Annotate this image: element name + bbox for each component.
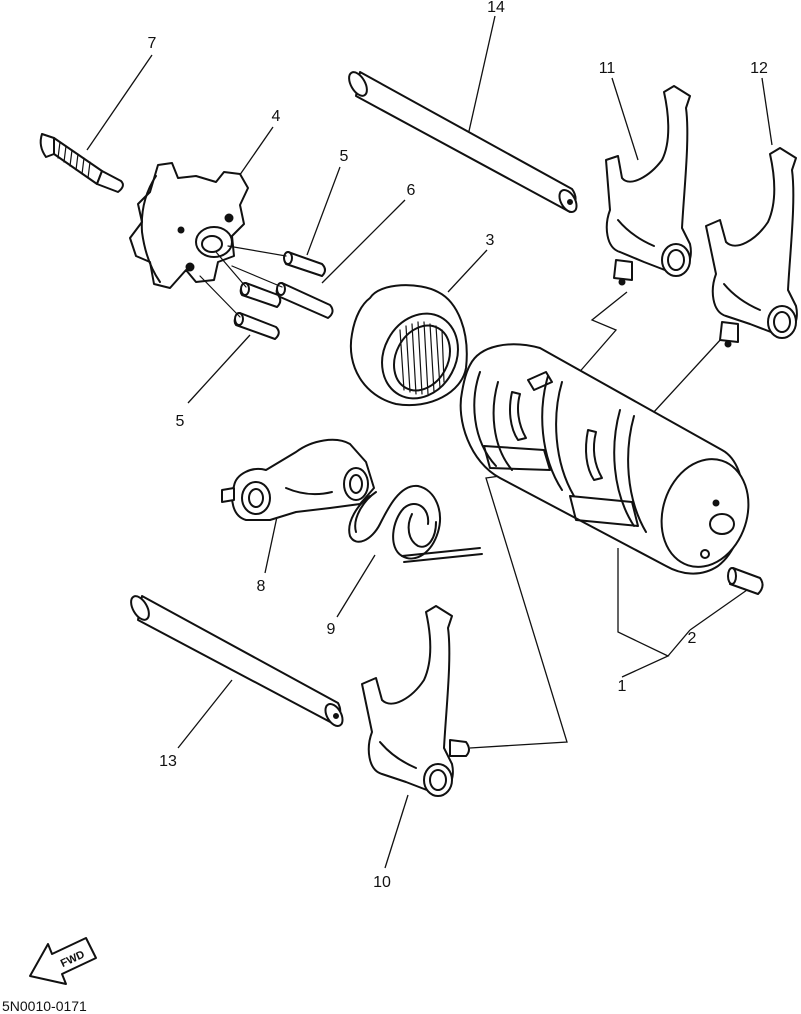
- callout-5-lower: 5: [176, 413, 185, 430]
- shift-fork-part-10: [361, 605, 470, 797]
- callout-11: 11: [599, 60, 616, 77]
- bearing-part-3: [349, 284, 468, 407]
- callout-9: 9: [327, 621, 336, 638]
- callout-12: 12: [750, 60, 768, 77]
- segment-part-4: [129, 162, 249, 289]
- callout-numbers: 7 4 5 6 3 5 14 11 12 8 9 13 10 2 1: [148, 0, 768, 891]
- pin-part-5-middle: [239, 282, 282, 308]
- pin-part-5-lower: [233, 312, 280, 340]
- callout-14: 14: [487, 0, 505, 16]
- callout-3: 3: [486, 232, 495, 249]
- callout-1: 1: [618, 678, 627, 695]
- fwd-direction-arrow-icon: FWD: [29, 937, 97, 985]
- spring-part-9: [348, 484, 483, 563]
- pin-part-5-upper: [283, 251, 326, 277]
- lever-part-8: [221, 438, 375, 521]
- shaft-part-13: [130, 595, 344, 727]
- pin-projection-lines: [199, 245, 287, 318]
- pin-part-2: [727, 567, 764, 595]
- callout-6: 6: [407, 182, 416, 199]
- shift-drum-part-1: [459, 343, 750, 575]
- callout-13: 13: [159, 753, 177, 770]
- leader-lines: [86, 15, 773, 869]
- figure-code: 5N0010-0171: [2, 998, 87, 1014]
- shift-fork-part-11: [605, 85, 692, 286]
- shaft-part-14: [348, 71, 578, 213]
- callout-7: 7: [148, 35, 157, 52]
- callout-2: 2: [688, 630, 697, 647]
- screw-part-7: [39, 133, 124, 193]
- shift-fork-part-12: [705, 147, 798, 348]
- callout-5-upper: 5: [340, 148, 349, 165]
- callout-10: 10: [373, 874, 391, 891]
- pin-part-6: [275, 282, 334, 319]
- callout-8: 8: [257, 578, 266, 595]
- callout-4: 4: [272, 108, 281, 125]
